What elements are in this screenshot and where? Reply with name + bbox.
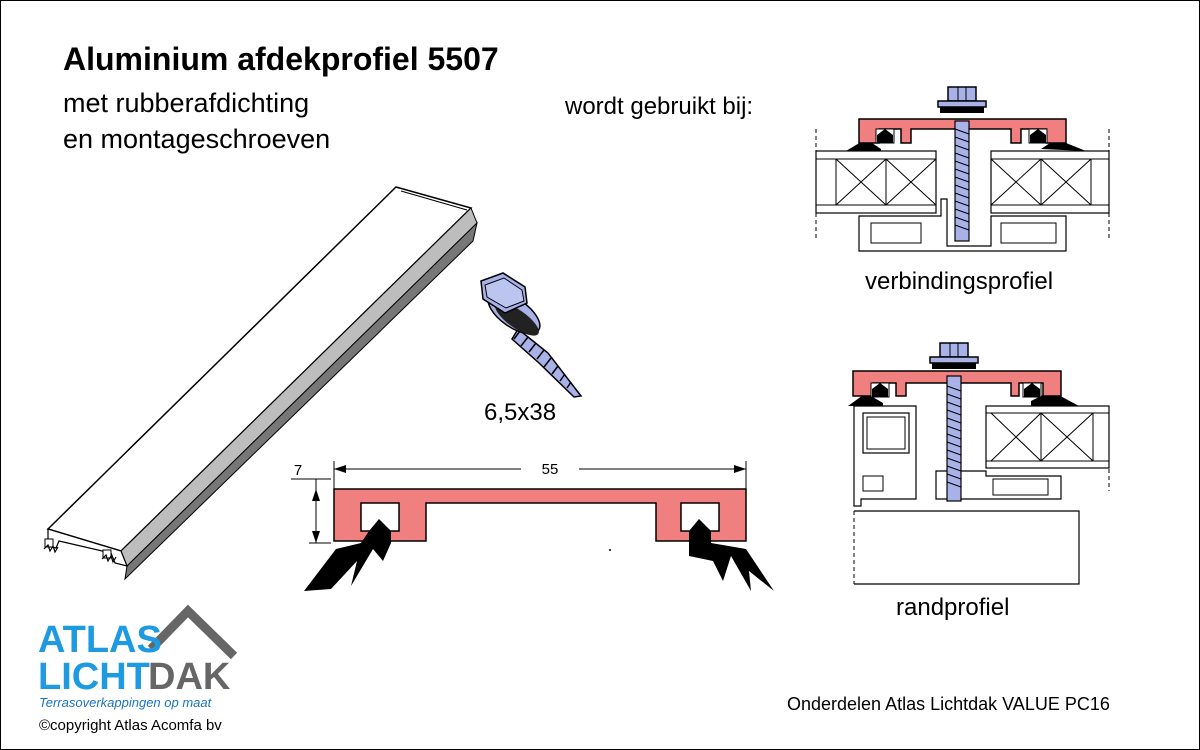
edge-profile-label: randprofiel [896,594,1010,621]
edge-detail [848,342,1110,585]
screw-size-label: 6,5x38 [484,399,557,426]
subtitle-line-1: met rubberafdichting [63,88,310,118]
connection-detail [815,86,1110,252]
logo-word-dak: DAK [148,656,231,698]
logo-tagline: Terrasoverkappingen op maat [39,695,212,710]
subtitle-line-2: en montageschroeven [63,124,331,154]
used-with-label: wordt gebruikt bij: [565,93,754,120]
atlas-lichtdak-logo: ATLAS LICHT DAK [38,604,238,698]
logo-word-licht: LICHT [38,656,150,698]
copyright-notice: ©copyright Atlas Acomfa bv [39,717,222,734]
logo-word-atlas: ATLAS [38,619,162,661]
width-dimension-label: 55 [542,461,559,478]
profile-bar-3d [43,186,478,581]
footer-caption: Onderdelen Atlas Lichtdak VALUE PC16 [787,694,1110,714]
screw-icon [480,272,583,398]
height-dimension-label: 7 [294,462,302,479]
page-title: Aluminium afdekprofiel 5507 [63,41,499,77]
cross-section: 55 7 [291,461,774,591]
connection-profile-label: verbindingsprofiel [865,268,1054,295]
